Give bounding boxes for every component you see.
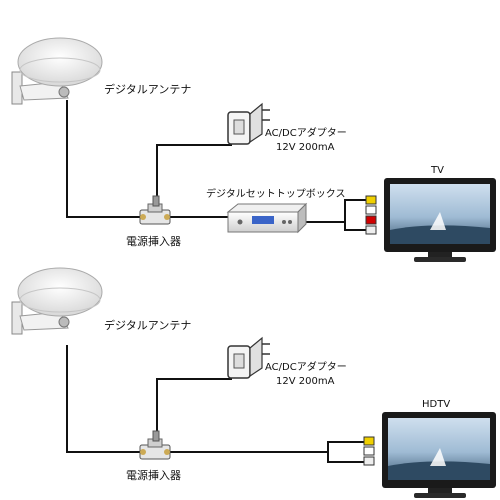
cable-lines bbox=[66, 345, 368, 463]
power-injector-icon bbox=[139, 195, 171, 225]
antenna-icon bbox=[11, 37, 103, 105]
adapter-spec: 12V 200mA bbox=[276, 376, 335, 387]
hdtv-label: HDTV bbox=[422, 399, 451, 410]
antenna-label: デジタルアンテナ bbox=[104, 319, 192, 332]
cable-lines bbox=[66, 100, 370, 231]
antenna-icon bbox=[11, 267, 103, 335]
tv-icon bbox=[384, 178, 496, 262]
injector-label: 電源挿入器 bbox=[126, 469, 181, 482]
set-top-box-icon bbox=[226, 202, 308, 234]
power-injector-icon bbox=[139, 430, 171, 460]
power-adapter-icon bbox=[227, 102, 270, 145]
tv-icon bbox=[382, 412, 496, 498]
injector-label: 電源挿入器 bbox=[126, 235, 181, 248]
settop-box-label: デジタルセットトップボックス bbox=[206, 189, 346, 200]
adapter-label: AC/DCアダプター bbox=[265, 128, 347, 139]
diagram-2 bbox=[11, 267, 496, 498]
adapter-spec: 12V 200mA bbox=[276, 142, 335, 153]
av-connector-icon bbox=[365, 195, 377, 235]
tv-label: TV bbox=[431, 165, 444, 176]
av-connector-icon bbox=[363, 436, 375, 466]
power-adapter-icon bbox=[227, 336, 270, 379]
adapter-label: AC/DCアダプター bbox=[265, 362, 347, 373]
antenna-label: デジタルアンテナ bbox=[104, 83, 192, 96]
diagram-1 bbox=[11, 37, 496, 262]
